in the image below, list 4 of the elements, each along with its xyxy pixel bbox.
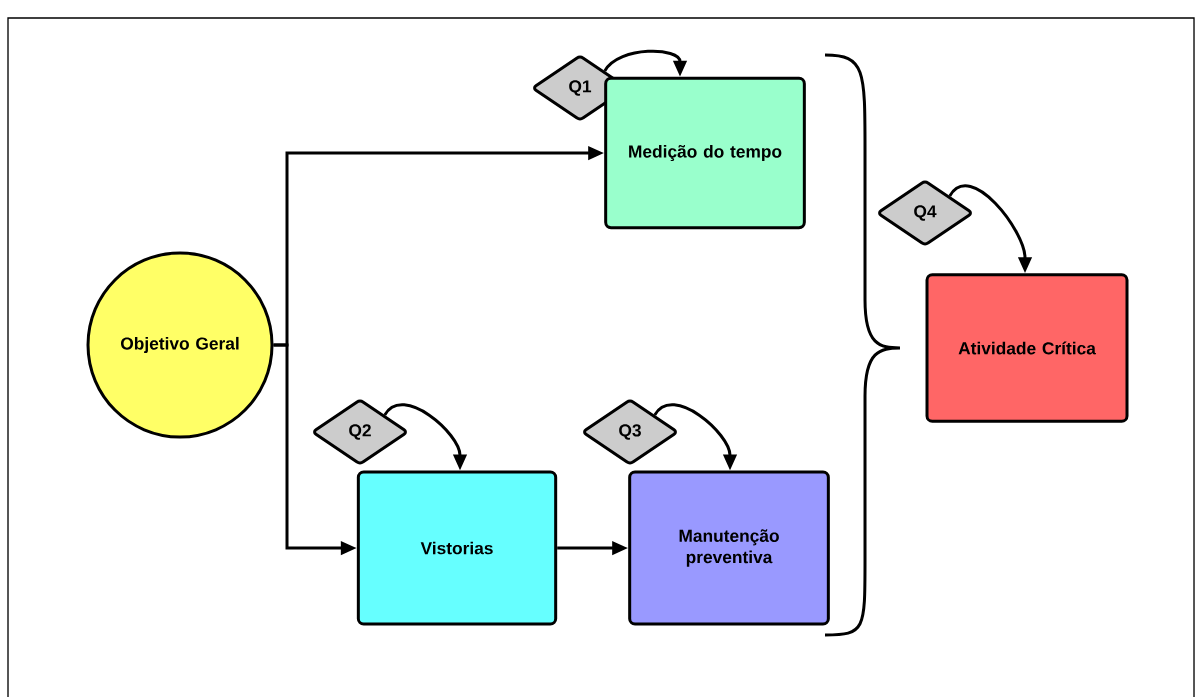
activity-box: Medição do tempo — [604, 76, 806, 230]
activity-box: Atividade Crítica — [925, 273, 1129, 423]
activity-box: Manutenção preventiva — [628, 470, 830, 626]
activity-box: Vistorias — [356, 470, 558, 626]
